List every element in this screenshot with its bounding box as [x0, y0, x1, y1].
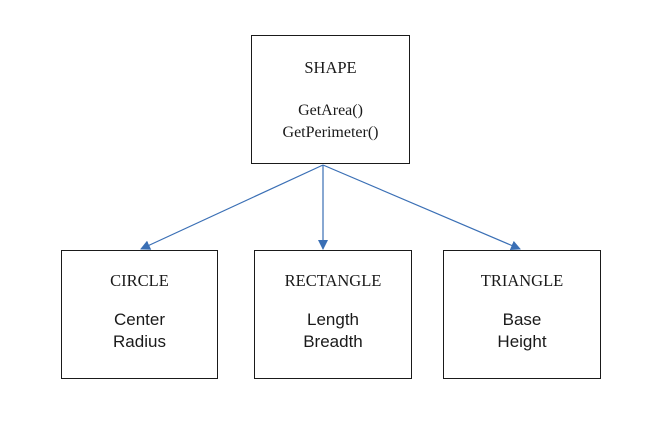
rectangle-class-box: RECTANGLE Length Breadth	[254, 250, 412, 379]
arrow-shape-to-circle	[140, 164, 324, 250]
shape-class-title: SHAPE	[304, 58, 357, 77]
shape-methods: GetArea() GetPerimeter()	[252, 100, 409, 144]
attribute-breadth: Breadth	[303, 332, 363, 351]
rectangle-class-title: RECTANGLE	[284, 271, 382, 290]
attribute-base: Base	[502, 310, 542, 329]
triangle-class-box: TRIANGLE Base Height	[443, 250, 601, 379]
attribute-length: Length	[307, 310, 359, 329]
arrow-shape-to-triangle	[322, 164, 521, 251]
triangle-class-title: TRIANGLE	[480, 271, 564, 290]
rectangle-attributes: Length Breadth	[255, 309, 411, 353]
attribute-height: Height	[497, 332, 547, 351]
shape-class-box: SHAPE GetArea() GetPerimeter()	[251, 35, 410, 164]
circle-class-title: CIRCLE	[110, 271, 169, 290]
method-get-area: GetArea()	[298, 102, 363, 119]
circle-class-box: CIRCLE Center Radius	[61, 250, 218, 379]
attribute-radius: Radius	[113, 332, 166, 351]
method-get-perimeter: GetPerimeter()	[282, 124, 379, 141]
circle-attributes: Center Radius	[62, 309, 217, 353]
triangle-attributes: Base Height	[444, 309, 600, 353]
attribute-center: Center	[113, 310, 166, 329]
